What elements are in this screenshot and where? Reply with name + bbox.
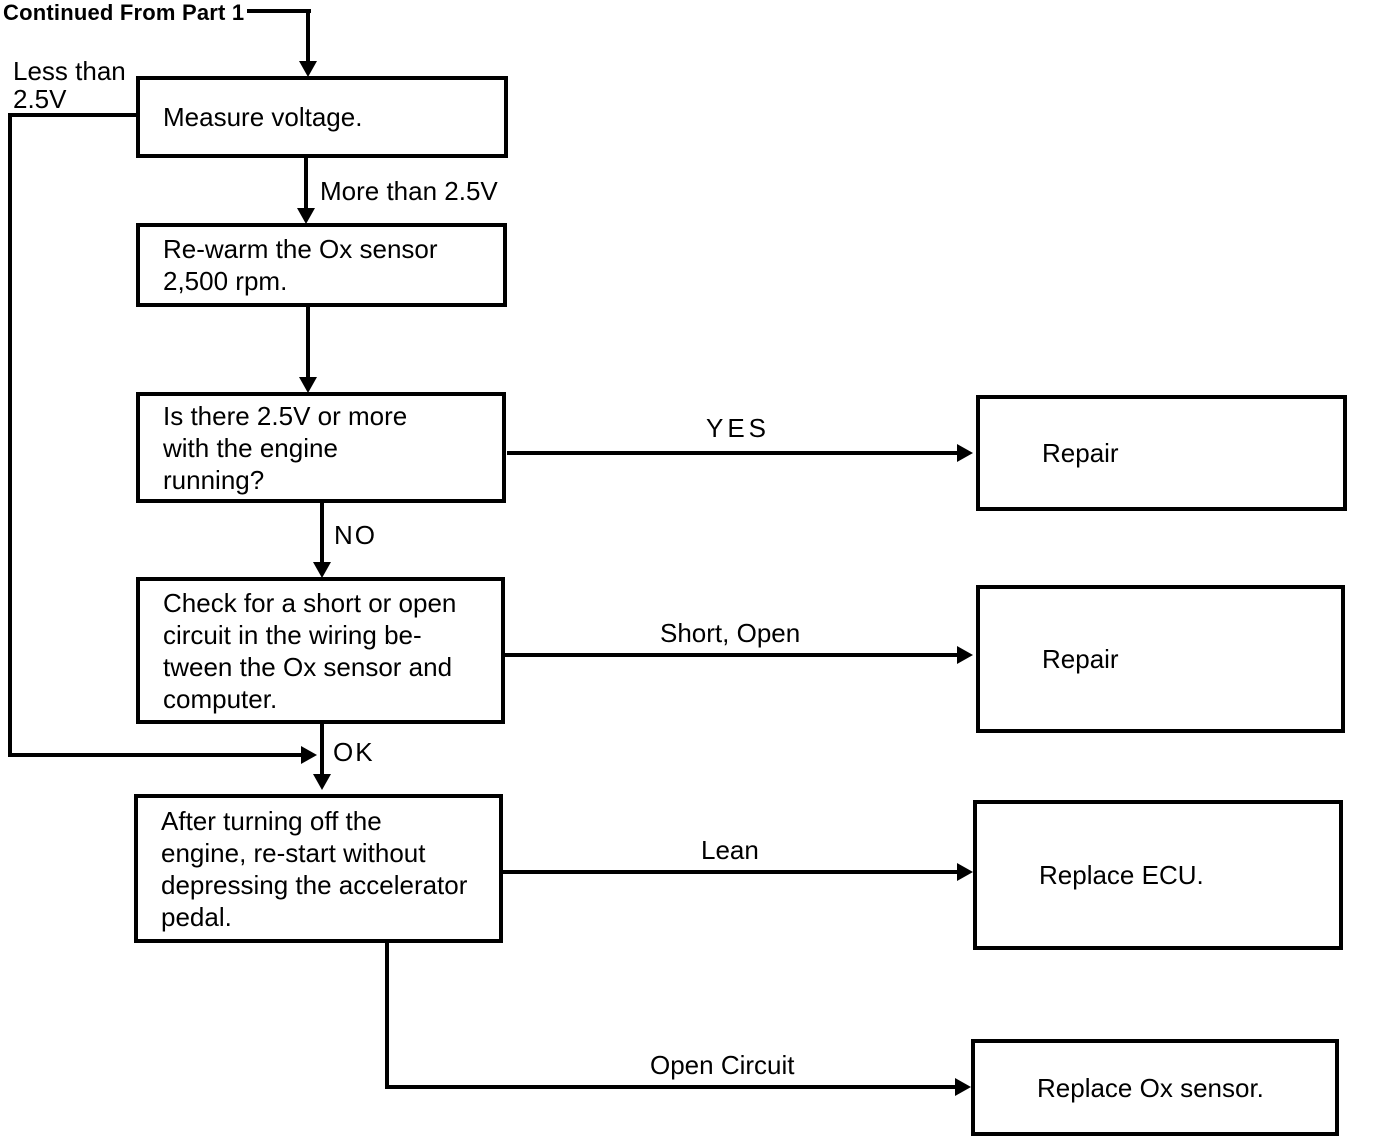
node-text-line: with the engine <box>163 432 338 463</box>
connector-lessthan-vertical <box>8 113 12 757</box>
connector-lessthan-to-ok <box>8 753 302 757</box>
node-replace-ox-sensor: Replace Ox sensor. <box>971 1039 1339 1136</box>
edge-label-yes: YES <box>706 413 771 443</box>
arrow-right-icon <box>955 1078 971 1096</box>
node-restart-engine: After turning off the engine, re-start w… <box>134 794 503 943</box>
connector-lessthan-horizontal <box>8 113 136 117</box>
arrow-down-icon <box>297 208 315 224</box>
edge-label-less-than-line1: Less than <box>13 56 126 86</box>
node-text-line: running? <box>163 464 265 495</box>
node-text-line: Is there 2.5V or more <box>163 400 408 431</box>
arrow-down-icon <box>313 562 331 578</box>
edge-label-lean: Lean <box>701 835 759 865</box>
arrow-right-icon <box>957 444 973 462</box>
node-text-line: 2,500 rpm. <box>163 266 288 296</box>
arrow-down-icon <box>299 377 317 393</box>
node-check-wiring: Check for a short or open circuit in the… <box>136 577 505 724</box>
arrow-down-icon <box>313 774 331 790</box>
node-rewarm-sensor: Re-warm the Ox sensor 2,500 rpm. <box>136 223 507 307</box>
node-repair-upper: Repair <box>976 395 1347 511</box>
node-text-line: Repair <box>1042 438 1119 468</box>
node-text-line: pedal. <box>161 901 232 932</box>
edge-label-less-than-line2: 2.5V <box>13 84 67 114</box>
edge-label-less-than: Less than 2.5V <box>13 57 126 113</box>
edge-label-ok: OK <box>333 737 375 767</box>
node-repair-lower: Repair <box>976 585 1345 733</box>
node-text-line: Repair <box>1042 644 1119 674</box>
node-text-line: circuit in the wiring be- <box>163 619 422 650</box>
arrow-right-icon <box>301 746 317 764</box>
edge-label-no: NO <box>334 520 377 550</box>
connector-open-circuit-vertical <box>385 943 389 1089</box>
connector-rewarm-check <box>306 307 310 379</box>
edge-label-short-open: Short, Open <box>660 618 801 648</box>
node-text-line: Check for a short or open <box>163 587 457 618</box>
node-text-line: computer. <box>163 683 278 714</box>
connector-no <box>320 503 324 564</box>
edge-label-more-than: More than 2.5V <box>320 176 498 206</box>
node-measure-voltage: Measure voltage. <box>136 76 508 158</box>
node-text-line: Replace ECU. <box>1039 860 1204 890</box>
node-text-line: Measure voltage. <box>163 102 363 132</box>
node-text-line: Re-warm the Ox sensor <box>163 234 438 264</box>
connector-yes <box>507 451 959 455</box>
node-engine-running-check: Is there 2.5V or more with the engine ru… <box>136 392 506 503</box>
node-text-line: After turning off the <box>161 805 382 836</box>
connector-lean <box>503 870 959 874</box>
diagram-title: Continued From Part 1 <box>3 0 245 25</box>
node-text-line: Replace Ox sensor. <box>1037 1072 1264 1103</box>
node-text-line: depressing the accelerator <box>161 869 468 900</box>
arrow-right-icon <box>957 863 973 881</box>
node-text-line: engine, re-start without <box>161 837 426 868</box>
connector-title-vertical <box>306 9 310 62</box>
arrow-right-icon <box>957 646 973 664</box>
connector-measure-rewarm <box>304 158 308 210</box>
connector-title-horizontal <box>247 9 311 13</box>
connector-open-circuit-horizontal <box>385 1085 957 1089</box>
node-text-line: tween the Ox sensor and <box>163 651 453 682</box>
edge-label-open-circuit: Open Circuit <box>650 1050 795 1080</box>
node-replace-ecu: Replace ECU. <box>973 800 1343 950</box>
connector-ok-vertical <box>320 723 324 775</box>
connector-short-open <box>505 653 959 657</box>
arrow-down-icon <box>299 61 317 77</box>
